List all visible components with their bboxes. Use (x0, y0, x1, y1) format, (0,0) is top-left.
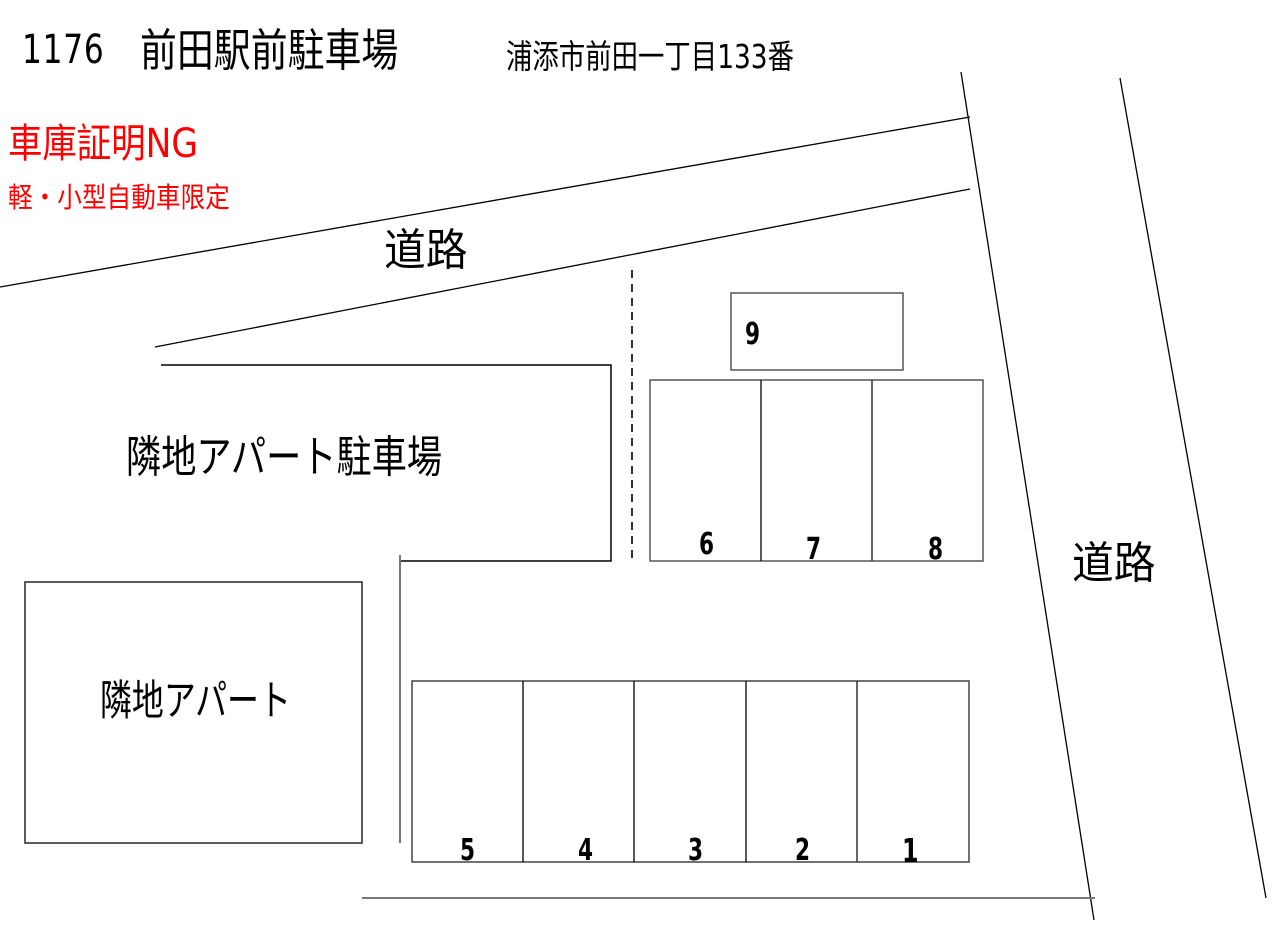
slot-5-label[interactable]: 5 (460, 833, 476, 868)
slot-6-label[interactable]: 6 (699, 527, 715, 562)
slot-4-label[interactable]: 4 (578, 833, 594, 868)
top-road-outer-edge (0, 116, 971, 288)
slot-2-label[interactable]: 2 (795, 833, 811, 868)
neighbor-parking-boundary (161, 364, 612, 562)
slot-3-label[interactable]: 3 (688, 833, 704, 868)
road-label-top: 道路 (384, 225, 468, 276)
right-road-right-edge (1119, 77, 1267, 899)
slot-7-label[interactable]: 7 (806, 532, 822, 567)
vehicle-restriction: 軽・小型自動車限定 (8, 181, 230, 214)
neighbor-apartment-box (24, 581, 363, 844)
neighbor-apartment-label: 隣地アパート (100, 676, 291, 725)
garage-certificate-warning: 車庫証明NG (8, 121, 198, 167)
slot-9-box[interactable] (730, 292, 904, 371)
right-road-left-edge (960, 71, 1095, 921)
slot-9-label[interactable]: 9 (745, 317, 761, 352)
lot-name: 前田駅前駐車場 (140, 24, 399, 77)
address: 浦添市前田一丁目133番 (506, 37, 794, 76)
lot-number: 1176 (22, 27, 105, 73)
slots-1-5-row (411, 680, 970, 863)
slot-1-label[interactable]: 1 (902, 831, 919, 870)
slots-6-8-row (649, 379, 984, 562)
road-label-right: 道路 (1072, 538, 1156, 589)
neighbor-parking-label: 隣地アパート駐車場 (126, 432, 443, 483)
slot-8-label[interactable]: 8 (928, 532, 944, 567)
top-road-inner-edge (154, 188, 971, 348)
